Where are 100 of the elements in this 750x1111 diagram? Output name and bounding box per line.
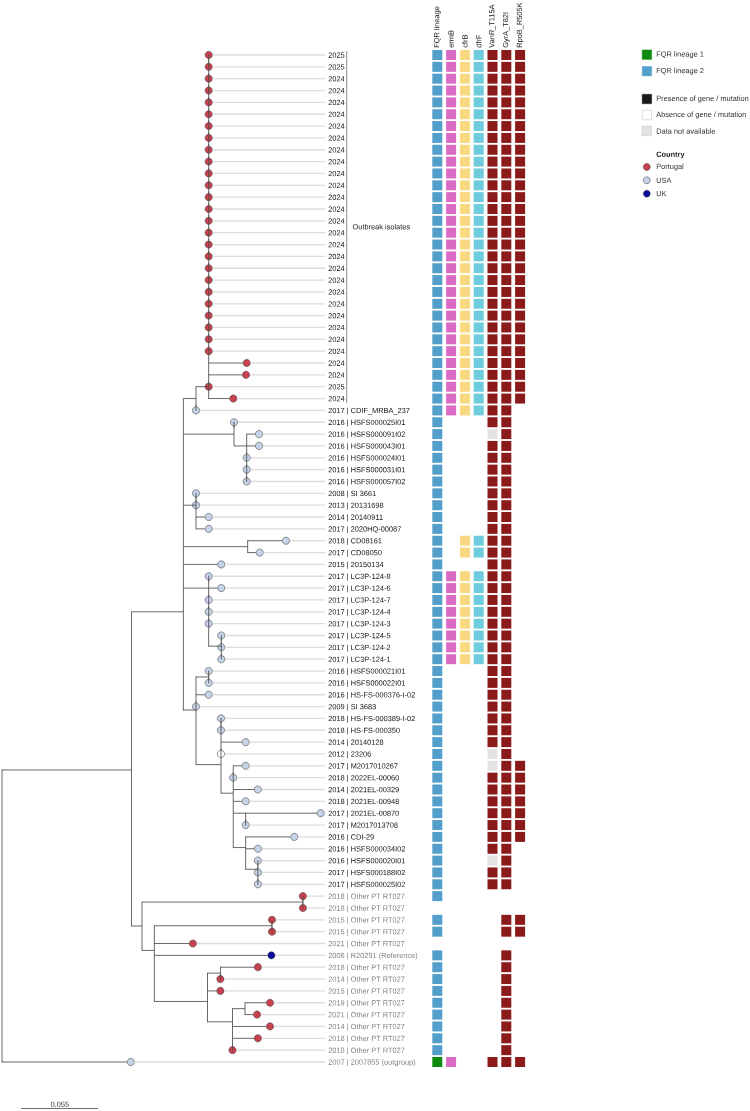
branch-line (208, 674, 210, 677)
branch-line (195, 386, 210, 388)
branch-line (207, 1021, 233, 1023)
leader-line (211, 184, 326, 186)
branch-line (207, 972, 208, 1023)
branch-line (182, 433, 235, 435)
leader-line (273, 1025, 326, 1028)
branch-line (220, 792, 234, 794)
branch-line (220, 653, 222, 656)
leader-line (211, 101, 326, 104)
branch-line (247, 540, 283, 542)
branch-line (207, 972, 221, 974)
branch-line (208, 286, 210, 289)
leader-line (211, 232, 326, 234)
branch-line (208, 677, 210, 680)
branch-line (208, 345, 210, 348)
leader-line (261, 871, 326, 874)
branch-line (130, 611, 184, 613)
branch-line (208, 297, 210, 301)
leader-line (274, 954, 326, 956)
branch-line (246, 433, 256, 435)
branch-line (208, 575, 210, 647)
branch-line (302, 899, 304, 903)
leader-line (211, 386, 326, 388)
leader-line (224, 563, 326, 566)
branch-line (208, 380, 210, 384)
leader-line (248, 800, 326, 802)
branch-line (153, 943, 190, 944)
leader-line (211, 89, 326, 92)
branch-line (208, 374, 243, 376)
branch-line (195, 764, 222, 766)
branch-line (246, 445, 256, 447)
branch-line (195, 700, 197, 704)
branch-line (207, 990, 217, 992)
leader-line (275, 931, 326, 933)
branch-line (130, 925, 143, 927)
branch-line (208, 155, 210, 159)
branch-line (247, 552, 257, 553)
branch-line (220, 724, 222, 727)
leader-line (224, 717, 326, 720)
branch-line (195, 694, 206, 696)
leader-line (273, 1002, 326, 1004)
branch-line (153, 954, 268, 956)
leader-line (224, 646, 326, 648)
branch-line (208, 238, 210, 242)
leader-line (211, 326, 326, 329)
branch-line (195, 516, 206, 518)
branch-line (246, 463, 248, 467)
branch-line (220, 638, 222, 642)
leader-line (211, 113, 326, 115)
leader-line (249, 480, 326, 483)
branch-line (246, 433, 248, 482)
branch-line (195, 528, 206, 530)
branch-line (153, 925, 155, 1002)
leader-line (211, 255, 326, 258)
branch-line (195, 499, 197, 502)
branch-line (232, 765, 243, 767)
branch-line (220, 635, 222, 660)
leader-line (261, 848, 326, 850)
branch-line (232, 1037, 255, 1039)
branch-line (208, 309, 210, 313)
branch-line (302, 895, 304, 909)
branch-line (245, 836, 291, 838)
branch-line (208, 167, 210, 170)
branch-line (271, 923, 273, 926)
branch-line (208, 58, 210, 61)
branch-line (208, 321, 210, 325)
branch-line (208, 143, 210, 147)
branch-line (232, 1026, 267, 1027)
leader-line (261, 883, 326, 885)
leader-line (211, 172, 326, 175)
leader-line (196, 942, 326, 945)
branch-line (1, 1061, 128, 1063)
branch-line (271, 925, 273, 929)
leader-line (211, 575, 326, 577)
branch-line (195, 676, 210, 678)
branch-line (244, 1002, 267, 1004)
leader-line (262, 551, 326, 554)
branch-line (208, 250, 210, 253)
branch-line (208, 226, 210, 230)
branch-line (245, 868, 259, 870)
branch-line (232, 812, 247, 814)
branch-line (208, 587, 218, 589)
branch-line (245, 848, 255, 850)
branch-line (245, 812, 247, 826)
branch-line (232, 771, 234, 775)
leader-line (211, 623, 326, 625)
branch-line (208, 362, 244, 364)
branch-line (220, 721, 222, 725)
leader-line (211, 694, 326, 696)
branch-line (233, 425, 235, 429)
branch-line (208, 274, 210, 277)
branch-line (1, 769, 132, 771)
branch-line (208, 579, 210, 583)
branch-line (182, 504, 197, 506)
branch-line (208, 120, 210, 123)
branch-line (208, 96, 210, 99)
branch-line (232, 800, 243, 802)
branch-line (208, 214, 210, 218)
branch-line (182, 398, 197, 399)
